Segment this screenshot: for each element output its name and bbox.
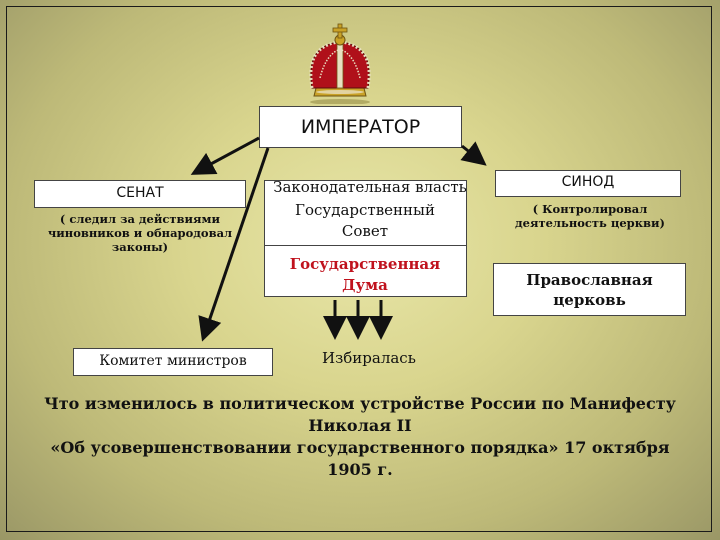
senat-box bbox=[34, 180, 246, 208]
synod-title: СИНОД bbox=[561, 174, 615, 190]
senat-description: ( следил за действиями чиновников и обна… bbox=[47, 212, 233, 254]
ministers-committee: Комитет министров bbox=[99, 353, 247, 369]
state-duma: Государственная Дума bbox=[289, 255, 441, 294]
legislative-label: Законодательная власть bbox=[273, 178, 467, 196]
synod-box bbox=[495, 170, 681, 197]
legislative-box bbox=[264, 180, 467, 297]
synod-description: ( Контролировал деятельность церкви) bbox=[515, 202, 665, 230]
question-line-4: 1905 г. bbox=[327, 460, 393, 479]
arrow-to-senat bbox=[190, 136, 260, 175]
state-council: Государственный Совет bbox=[295, 201, 435, 240]
senat-title: СЕНАТ bbox=[116, 185, 164, 201]
imperial-crown-icon bbox=[309, 23, 371, 104]
church-box bbox=[493, 263, 686, 316]
orthodox-church: Православная церковь bbox=[526, 271, 653, 309]
question-line-1: Что изменилось в политическом устройстве… bbox=[44, 394, 676, 413]
emperor-title: ИМПЕРАТОР bbox=[300, 116, 421, 138]
question-line-3: «Об усовершенствовании государственного … bbox=[50, 438, 670, 457]
elected-label: Избиралась bbox=[322, 349, 416, 367]
arrow-to-ministers bbox=[198, 147, 270, 342]
slide-frame bbox=[6, 6, 712, 532]
arrow-to-synod bbox=[460, 141, 487, 166]
ministers-box bbox=[73, 348, 273, 376]
emperor-box bbox=[259, 106, 462, 148]
question-text: Что изменилось в политическом устройстве… bbox=[20, 393, 700, 481]
legislative-divider bbox=[264, 245, 467, 246]
question-line-2: Николая II bbox=[308, 416, 412, 435]
